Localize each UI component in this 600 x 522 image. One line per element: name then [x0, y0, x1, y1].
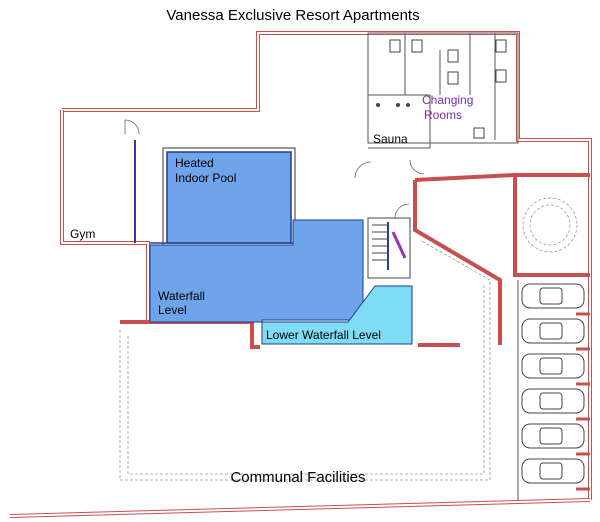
parking-car-3 [521, 353, 585, 379]
parking-car-window [539, 427, 563, 445]
sauna-label: Sauna [373, 132, 408, 146]
interior-walls [413, 172, 590, 345]
lower-waterfall-label: Lower Waterfall Level [266, 328, 381, 342]
pool-label-line1: Heated [175, 156, 214, 170]
waterfall-label-line2: Level [158, 303, 187, 317]
circular-feature [522, 197, 578, 253]
changing-label-line2: Rooms [424, 108, 462, 122]
heated-indoor-pool: Heated Indoor Pool [162, 147, 296, 246]
parking-car-4 [521, 388, 585, 414]
parking-area [517, 280, 590, 500]
parking-car-window [539, 462, 563, 480]
parking-car-1 [521, 283, 585, 309]
parking-car-window [539, 357, 563, 375]
lower-waterfall-level: Lower Waterfall Level [261, 285, 413, 345]
plan-title: Vanessa Exclusive Resort Apartments [166, 7, 419, 24]
parking-car-5 [521, 423, 585, 449]
communal-label: Communal Facilities [230, 469, 365, 486]
parking-car-window [539, 322, 563, 340]
sauna-changing-block: Sauna Changing Rooms [354, 32, 519, 219]
communal-area-outline: Communal Facilities [119, 239, 491, 486]
parking-car-window [539, 392, 563, 410]
parking-car-window [539, 287, 563, 305]
parking-car-2 [521, 318, 585, 344]
gym-label: Gym [70, 227, 95, 241]
staircase [367, 217, 411, 279]
waterfall-label-line1: Waterfall [158, 289, 205, 303]
pool-label-line2: Indoor Pool [175, 171, 236, 185]
changing-label-line1: Changing [422, 93, 473, 107]
parking-car-6 [521, 458, 585, 484]
